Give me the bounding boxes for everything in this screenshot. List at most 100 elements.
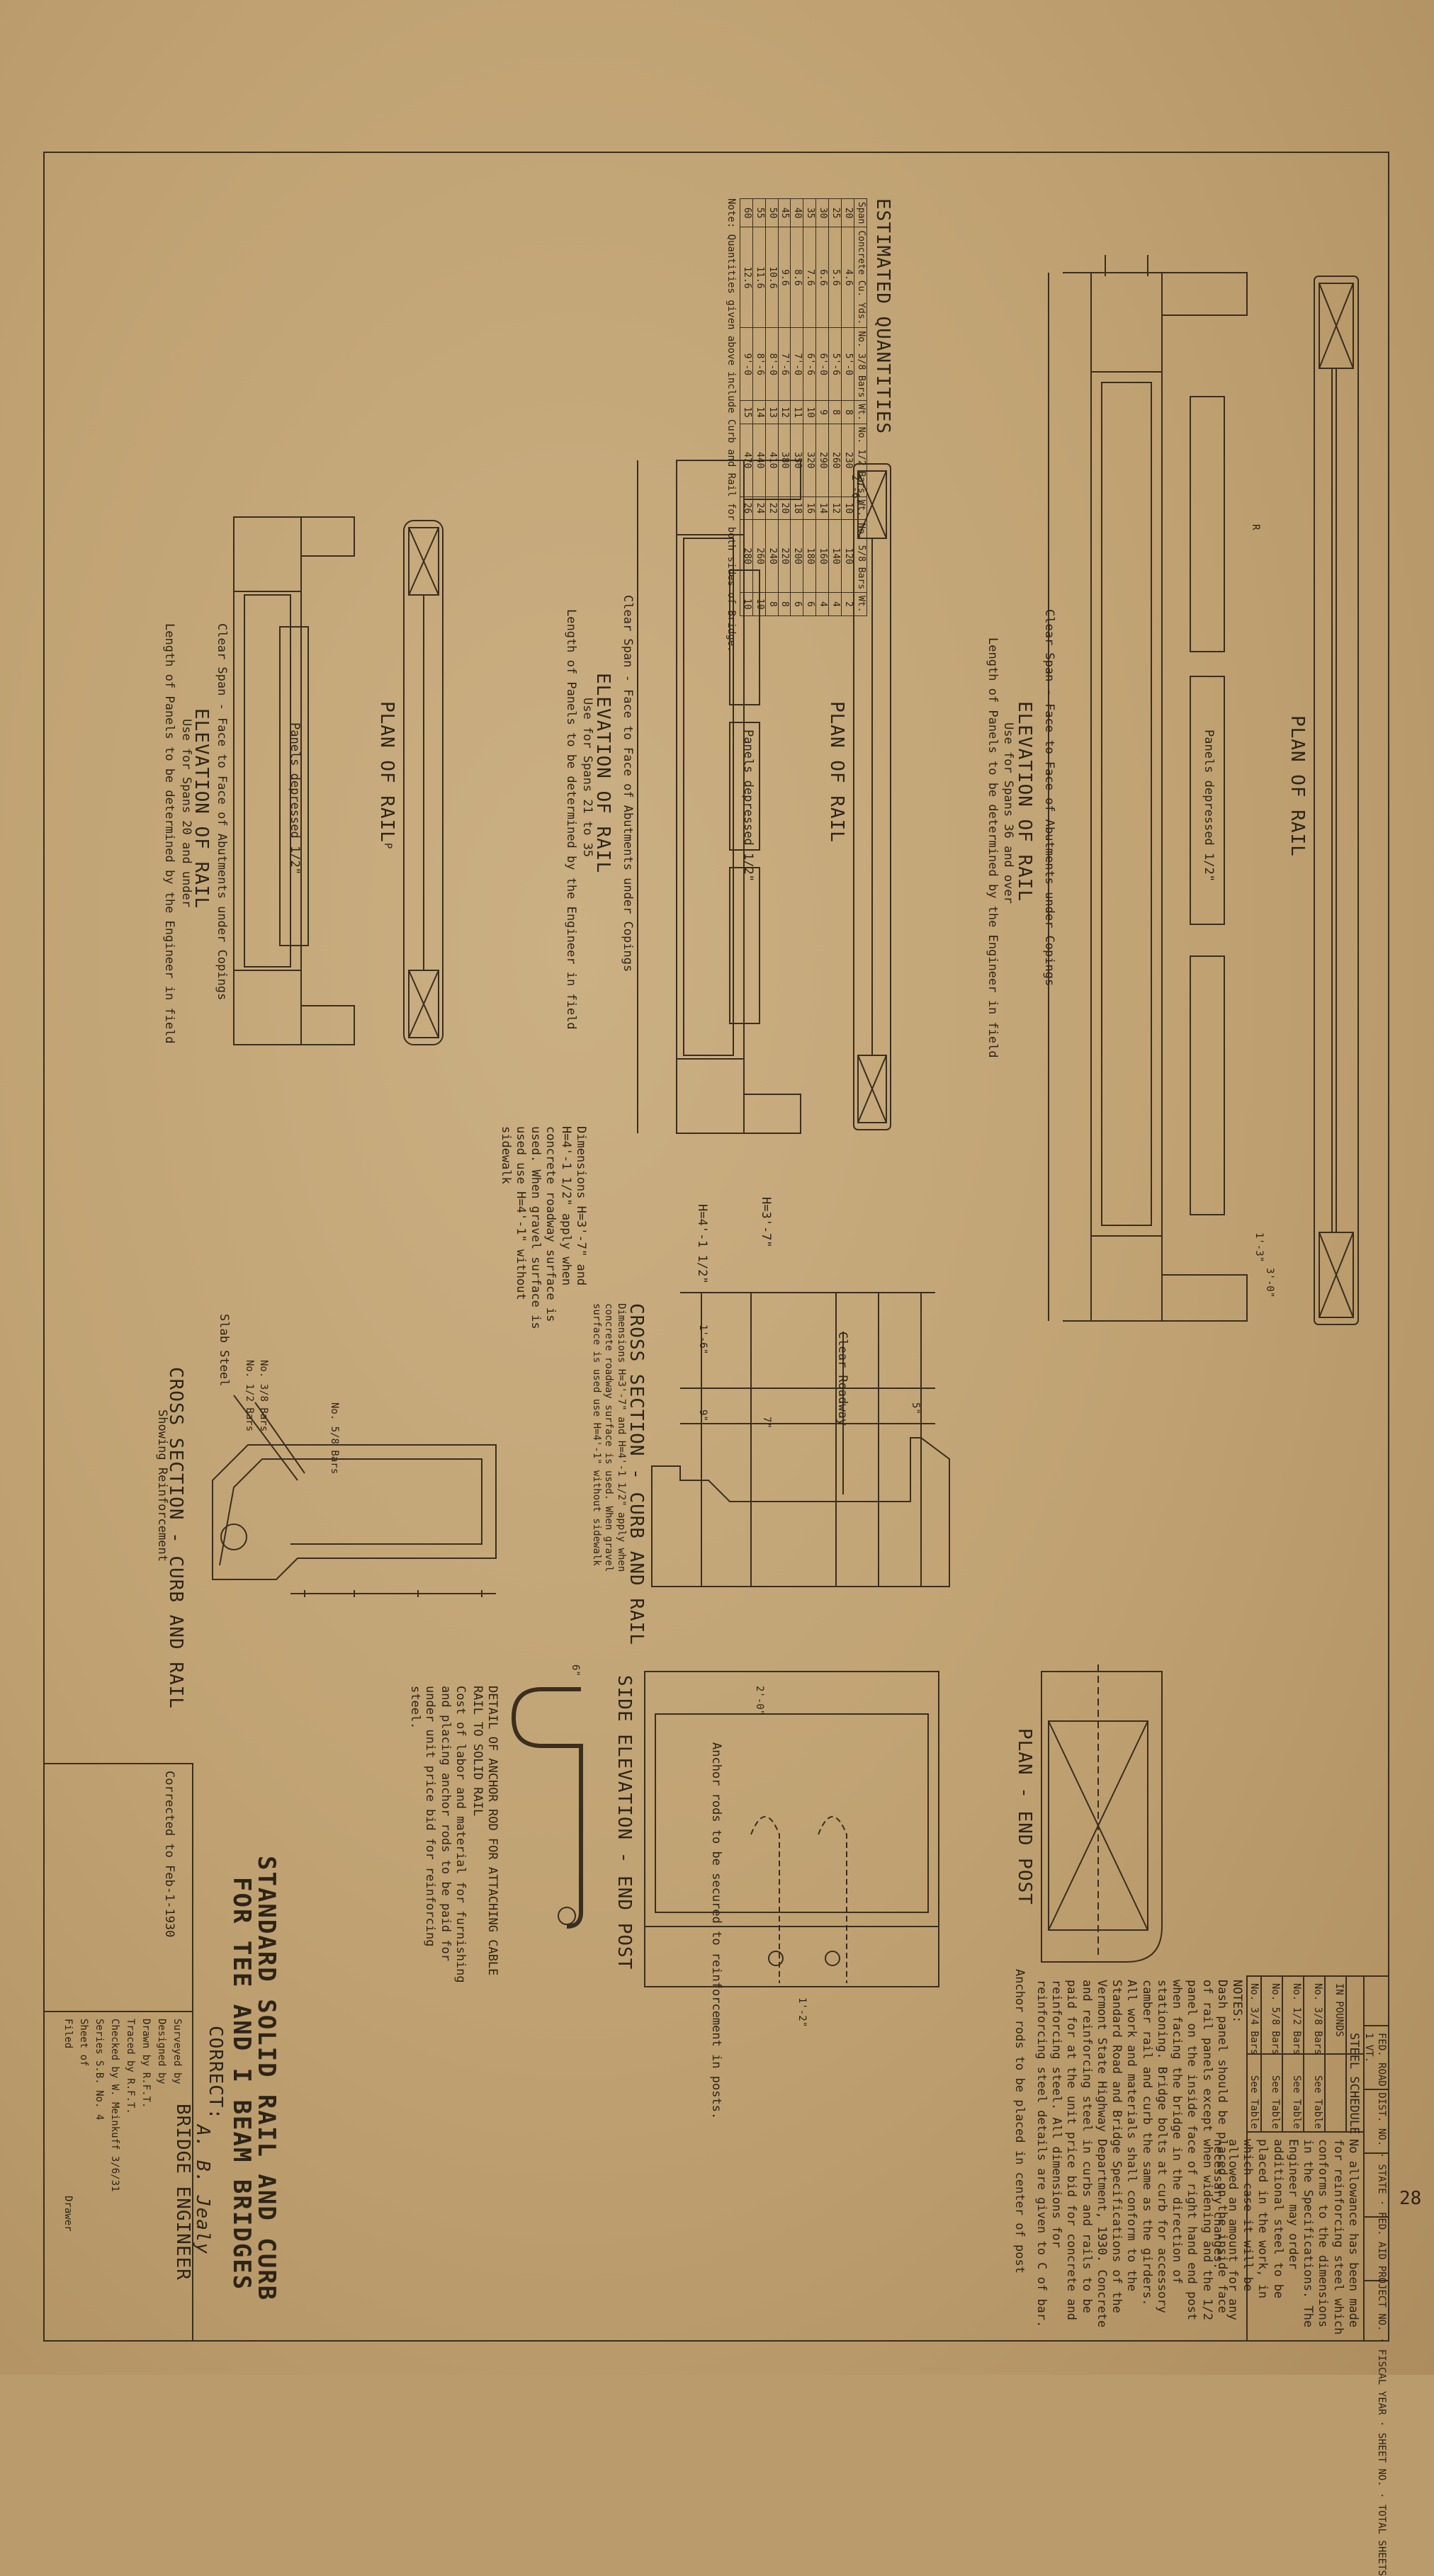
plan-of-rail-small-label: PLAN OF RAIL bbox=[376, 701, 397, 843]
plan-end-post bbox=[1041, 1664, 1163, 1963]
steel-see-table-4: See Table bbox=[1248, 2075, 1260, 2129]
anchor-rod-title: DETAIL OF ANCHOR ROD FOR ATTACHING CABLE… bbox=[470, 1686, 499, 1976]
clear-span-large: Clear Span - Face to Face of Abutments u… bbox=[1042, 609, 1056, 987]
elevation-rail-medium bbox=[637, 460, 801, 1134]
length-note-large: Length of Panels to be determined by the… bbox=[986, 637, 1000, 1058]
elevation-large-use: Use for Spans 36 and over bbox=[1001, 722, 1015, 904]
dim-7: 7" bbox=[761, 1417, 772, 1429]
plan-rail-medium bbox=[853, 463, 891, 1130]
elevation-rail-large bbox=[1048, 255, 1248, 1322]
steel-see-table-2: See Table bbox=[1291, 2075, 1302, 2129]
panel-note: No allowance has been made for reinforci… bbox=[1210, 2139, 1360, 2335]
steel-row-1: No. 3/8 Bars bbox=[1312, 1983, 1323, 2055]
length-note-medium: Length of Panels to be determined by the… bbox=[564, 609, 578, 1030]
slab-steel-label: Slab Steel bbox=[217, 1314, 231, 1387]
cross-section-label: CROSS SECTION - CURB AND RAIL bbox=[626, 1303, 647, 1645]
project-box-values: 1 VT. bbox=[1363, 2033, 1374, 2063]
dim-2-0: 2'-0" bbox=[754, 1686, 765, 1716]
filed-label: Filed bbox=[62, 2019, 74, 2049]
steel-row-4: No. 3/4 Bars bbox=[1248, 1983, 1260, 2055]
steel-schedule-units: IN POUNDS bbox=[1333, 1983, 1345, 2037]
dim-2-6: 2'-6" bbox=[849, 475, 861, 505]
plan-end-post-label: PLAN - END POST bbox=[1014, 1728, 1035, 1905]
anchor-rod-detail bbox=[511, 1687, 583, 1929]
cross-section-reinforcement bbox=[212, 1395, 497, 1597]
steel-row-3: No. 5/8 Bars bbox=[1270, 1983, 1281, 2055]
steel-schedule-title: STEEL SCHEDULE bbox=[1347, 2033, 1361, 2135]
plan-of-rail-medium-label: PLAN OF RAIL bbox=[826, 701, 847, 843]
elevation-large-label: ELEVATION OF RAIL bbox=[1014, 701, 1035, 902]
steel-see-table-1: See Table bbox=[1312, 2075, 1323, 2129]
corrected-note: Corrected to Feb-1-1930 bbox=[162, 1771, 176, 1938]
correct-label: CORRECT: bbox=[205, 2026, 226, 2121]
anchor-rod-note: Cost of labor and material for furnishin… bbox=[408, 1686, 468, 1983]
panels-depressed-small: Panels depressed 1/2" bbox=[288, 722, 302, 875]
bars-label-1: No. 3/8 Bars bbox=[258, 1360, 269, 1432]
drawn-by: Drawn by R.F.T. bbox=[140, 2019, 152, 2109]
dim-h-3-7: H=3'-7" bbox=[759, 1197, 773, 1248]
bars-label-3: No. 5/8 Bars bbox=[329, 1402, 340, 1475]
traced-by: Traced by R.F.T. bbox=[125, 2019, 136, 2114]
side-elevation-end-post bbox=[644, 1671, 939, 1987]
elevation-small-use: Use for Spans 20 and under bbox=[179, 719, 193, 908]
surveyed-by: Surveyed by bbox=[171, 2019, 183, 2084]
plan-rail-large bbox=[1314, 276, 1359, 1325]
dim-9: 9" bbox=[697, 1409, 708, 1422]
dim-h-4-1: H=4'-1 1/2" bbox=[695, 1204, 709, 1284]
elevation-medium-label: ELEVATION OF RAIL bbox=[592, 673, 614, 874]
designed-by: Designed by bbox=[156, 2019, 167, 2084]
clear-span-medium: Clear Span - Face to Face of Abutments u… bbox=[621, 595, 635, 972]
side-elevation-label: SIDE ELEVATION - END POST bbox=[614, 1675, 635, 1970]
dimension-note: Dimensions H=3'-7" and H=4'-1 1/2" apply… bbox=[498, 1126, 588, 1329]
cross-section-note: Dimensions H=3'-7" and H=4'-1 1/2" apply… bbox=[591, 1303, 627, 1572]
dim-r: R bbox=[1250, 524, 1261, 530]
elevation-rail-small bbox=[233, 516, 355, 1045]
sheet-number: 28 bbox=[1399, 2188, 1422, 2209]
notes-text: Dash panel should be placed on the insid… bbox=[1034, 1980, 1229, 2328]
sheet-of-label: Sheet of bbox=[78, 2019, 89, 2067]
title-block-frame bbox=[43, 1763, 193, 2342]
panels-depressed-large: Panels depressed 1/2" bbox=[1202, 730, 1216, 882]
elevation-medium-use: Use for Spans 21 to 35 bbox=[580, 698, 594, 858]
anchor-rods-note: Anchor rods to be placed in center of po… bbox=[1012, 1969, 1027, 2274]
cross-section-curb-rail bbox=[651, 1292, 950, 1587]
plan-of-rail-large-label: PLAN OF RAIL bbox=[1287, 715, 1308, 857]
dim-p: P bbox=[382, 843, 393, 849]
bridge-engineer-label: BRIDGE ENGINEER bbox=[172, 2104, 193, 2281]
clear-roadway-label: Clear Roadway bbox=[835, 1332, 849, 1426]
bars-label-2: No. 1/2 Bars bbox=[244, 1360, 255, 1432]
engineer-signature: A. B. Jealy bbox=[192, 2125, 213, 2255]
dim-1-3: 1'-3" bbox=[1253, 1232, 1265, 1263]
drawing-title-line1: STANDARD SOLID RAIL AND CURB bbox=[252, 1856, 281, 2302]
steel-row-2: No. 1/2 Bars bbox=[1291, 1983, 1302, 2055]
drawing-linework bbox=[43, 152, 1389, 2342]
dim-6: 6" bbox=[570, 1664, 581, 1676]
drawing-title-line2: FOR TEE AND I BEAM BRIDGES bbox=[227, 1877, 256, 2291]
panels-depressed-medium: Panels depressed 1/2" bbox=[741, 730, 755, 882]
plan-rail-small bbox=[403, 520, 444, 1045]
series-number: Series S.B. No. 4 bbox=[94, 2019, 105, 2121]
length-note-small: Length of Panels to be determined by the… bbox=[162, 623, 176, 1044]
showing-reinf-label: Showing Reinforcement bbox=[155, 1409, 169, 1562]
notes-heading: NOTES: bbox=[1230, 1980, 1244, 2024]
reinforcement-note: Anchor rods to be secured to reinforceme… bbox=[709, 1742, 723, 2120]
project-box-header: FED. ROAD DIST. NO. · STATE · FED. AID P… bbox=[1376, 2033, 1387, 2576]
quantities-note: Note: Quantities given above include Cur… bbox=[725, 198, 737, 652]
sheet-border bbox=[43, 152, 1389, 2342]
drawer-label: Drawer bbox=[62, 2196, 74, 2232]
clear-span-small: Clear Span - Face to Face of Abutments u… bbox=[215, 623, 229, 1001]
dim-3-0: 3'-0" bbox=[1264, 1268, 1275, 1298]
